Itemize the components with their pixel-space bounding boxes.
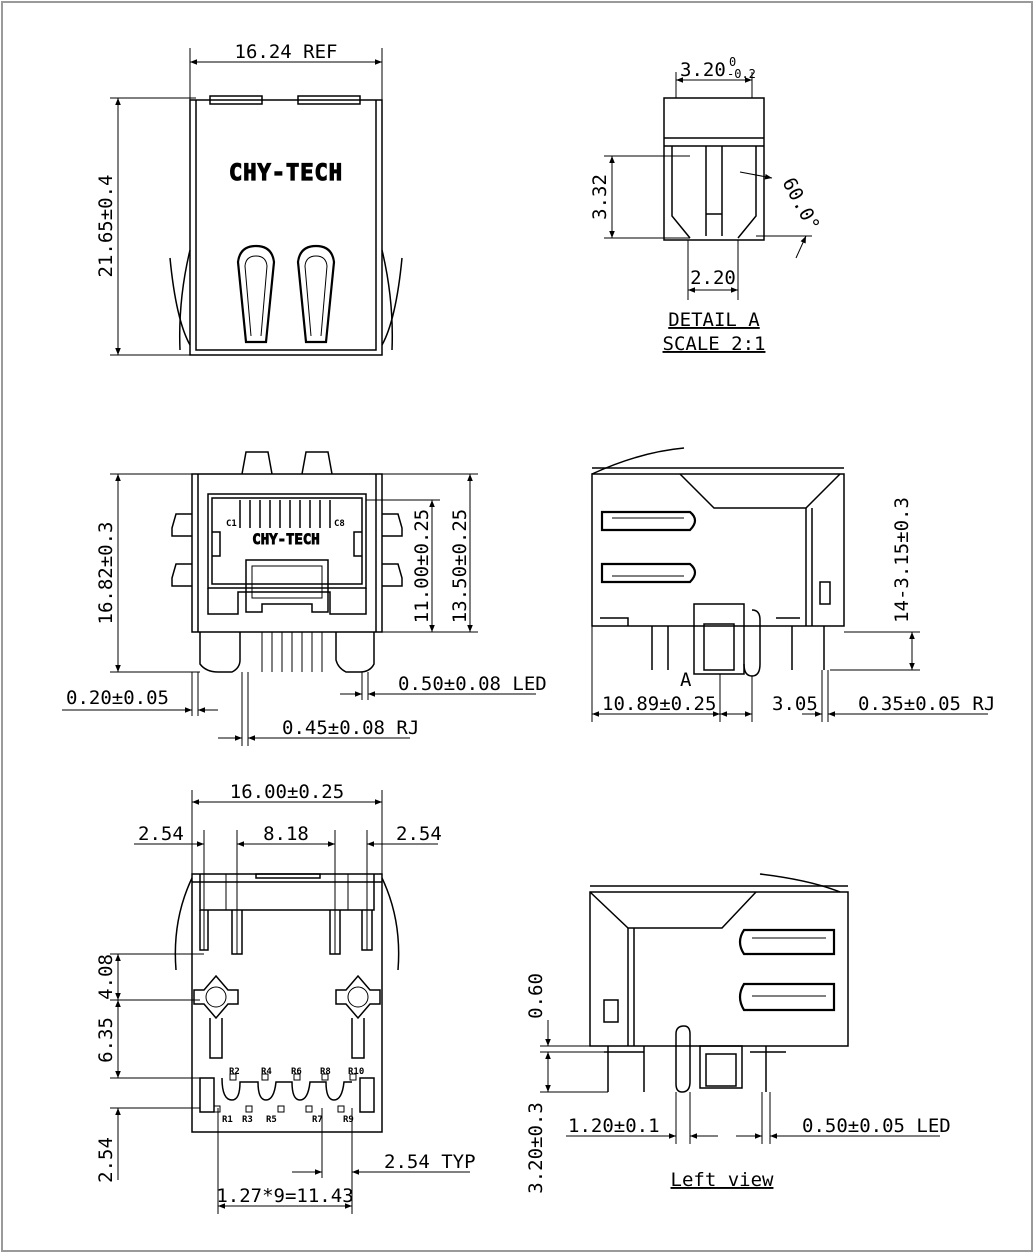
detail-a-bottom-width: 2.20 [690,267,736,289]
front-view-contact-c1: C1 [226,519,237,529]
bottom-view-pitch: 1.27*9=11.43 [216,1185,353,1207]
detail-a-height: 3.32 [589,174,611,220]
top-view-width-label: 16.24 REF [235,41,338,63]
front-view-inner-height: 11.00±0.25 [411,509,433,623]
detail-a-tol-lower: -0.2 [727,67,756,81]
bottom-view-center: 8.18 [263,823,309,845]
side-view-offset: 3.05 [772,693,818,715]
bottom-view-pin-r9: R9 [343,1115,354,1125]
front-view-overall-height: 13.50±0.25 [449,509,471,623]
detail-a-top-width: 3.20 [680,59,726,81]
detail-a-tol-upper: 0 [729,55,736,69]
side-view-detail-marker: A [680,669,692,691]
bottom-view-pin-r3: R3 [242,1115,253,1125]
detail-a-angle: 60.0° [778,174,824,235]
bottom-view-left-gap: 2.54 [138,823,184,845]
detail-a-caption: DETAIL A [668,309,760,331]
bottom-view-d254: 2.54 [95,1137,117,1183]
side-view: A 14-3.15±0.3 10.89±0.25 3.05 0.35±0.05 … [591,447,995,722]
bottom-view: R2 R4 R6 R8 R10 R1 R3 R5 R7 R9 16.00±0.2… [95,781,476,1214]
bottom-view-typ: 2.54 TYP [384,1151,476,1173]
left-view-led: 0.50±0.05 LED [802,1115,951,1137]
detail-a: 3.20 0 -0.2 3.32 60.0° 2.20 DETAIL A SCA… [589,55,824,355]
bottom-view-d635: 6.35 [95,1017,117,1063]
left-view-d320: 3.20±0.3 [525,1102,547,1194]
front-view-height-label: 16.82±0.3 [95,522,117,625]
top-view: CHY-TECH 16.24 REF 21.65±0.4 [95,41,403,356]
left-view-d120: 1.20±0.1 [568,1115,660,1137]
bottom-view-pin-r8: R8 [320,1067,331,1077]
bottom-view-pin-r2: R2 [229,1067,240,1077]
bottom-view-d408: 4.08 [95,954,117,1000]
side-view-pin-length: 14-3.15±0.3 [891,497,913,623]
left-view-d060: 0.60 [525,973,547,1019]
bottom-view-pin-r7: R7 [312,1115,323,1125]
left-view: 0.60 3.20±0.3 1.20±0.1 0.50±0.05 LED Lef… [525,873,951,1194]
top-view-height-label: 21.65±0.4 [95,175,117,278]
bottom-view-width: 16.00±0.25 [230,781,344,803]
front-view-led-pin: 0.50±0.08 LED [398,673,547,695]
front-view-shield-thickness: 0.20±0.05 [66,687,169,709]
detail-a-scale: SCALE 2:1 [663,333,766,355]
bottom-view-pin-r10: R10 [348,1067,364,1077]
front-view-rj-pin: 0.45±0.08 RJ [282,717,419,739]
bottom-view-pin-r5: R5 [266,1115,277,1125]
bottom-view-right-gap: 2.54 [396,823,442,845]
side-view-rj-pin: 0.35±0.05 RJ [858,693,995,715]
front-view-contact-c8: C8 [334,519,345,529]
front-view: CHY-TECH C1 C8 16.82±0.3 11.00±0.25 13.5… [62,451,547,746]
front-view-brand: CHY-TECH [252,532,319,548]
left-view-caption: Left view [671,1169,775,1191]
bottom-view-pin-r4: R4 [261,1067,272,1077]
side-view-length: 10.89±0.25 [602,693,716,715]
bottom-view-pin-r6: R6 [291,1067,302,1077]
top-view-brand-logo: CHY-TECH [229,161,343,186]
bottom-view-pin-r1: R1 [222,1115,233,1125]
